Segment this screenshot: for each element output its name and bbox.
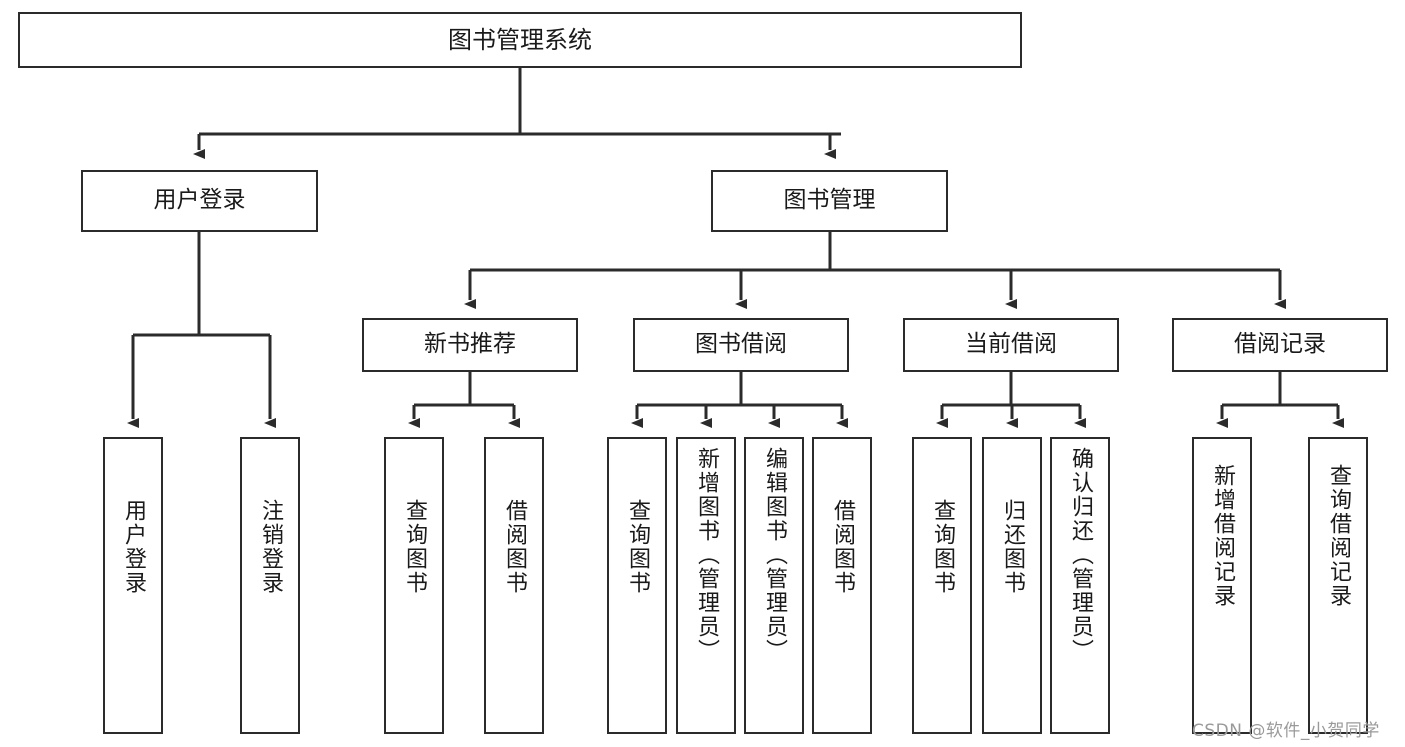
- node-new-book-recommend-label: 新书推荐: [424, 331, 516, 358]
- node-user-login[interactable]: 用户登录: [81, 170, 318, 232]
- node-leaf-borrow-book-1[interactable]: 借阅图书: [484, 437, 544, 734]
- node-leaf-borrow-book-2-label: 借阅图书: [830, 499, 855, 595]
- node-leaf-query-book-2[interactable]: 查询图书: [607, 437, 667, 734]
- node-book-borrow[interactable]: 图书借阅: [633, 318, 849, 372]
- node-leaf-return-book-label: 归还图书: [1000, 499, 1025, 595]
- node-leaf-add-book[interactable]: 新增图书（管理员）: [676, 437, 736, 734]
- node-borrow-record-label: 借阅记录: [1234, 331, 1326, 358]
- node-leaf-query-record-label: 查询借阅记录: [1326, 464, 1351, 608]
- node-leaf-query-book-3[interactable]: 查询图书: [912, 437, 972, 734]
- node-book-borrow-label: 图书借阅: [695, 331, 787, 358]
- node-leaf-return-book[interactable]: 归还图书: [982, 437, 1042, 734]
- node-leaf-query-book-1-label: 查询图书: [402, 499, 427, 595]
- node-new-book-recommend[interactable]: 新书推荐: [362, 318, 578, 372]
- node-leaf-confirm-return[interactable]: 确认归还（管理员）: [1050, 437, 1110, 734]
- node-current-borrow[interactable]: 当前借阅: [903, 318, 1119, 372]
- node-leaf-query-record[interactable]: 查询借阅记录: [1308, 437, 1368, 734]
- csdn-watermark: CSDN @软件_小贺同学: [1192, 721, 1380, 741]
- node-leaf-confirm-return-label: 确认归还（管理员）: [1068, 447, 1093, 663]
- node-root-label: 图书管理系统: [448, 25, 592, 54]
- node-leaf-query-book-1[interactable]: 查询图书: [384, 437, 444, 734]
- node-borrow-record[interactable]: 借阅记录: [1172, 318, 1388, 372]
- node-leaf-edit-book[interactable]: 编辑图书（管理员）: [744, 437, 804, 734]
- node-book-manage-label: 图书管理: [783, 187, 876, 214]
- node-leaf-query-book-3-label: 查询图书: [930, 499, 955, 595]
- node-current-borrow-label: 当前借阅: [965, 331, 1057, 358]
- node-leaf-add-record-label: 新增借阅记录: [1210, 464, 1235, 608]
- node-leaf-user-login-label: 用户登录: [121, 499, 146, 595]
- node-leaf-edit-book-label: 编辑图书（管理员）: [762, 447, 787, 663]
- node-leaf-add-book-label: 新增图书（管理员）: [694, 447, 719, 663]
- node-leaf-borrow-book-1-label: 借阅图书: [502, 499, 527, 595]
- node-leaf-user-login[interactable]: 用户登录: [103, 437, 163, 734]
- node-user-login-label: 用户登录: [153, 187, 246, 214]
- node-leaf-query-book-2-label: 查询图书: [625, 499, 650, 595]
- node-leaf-user-logout[interactable]: 注销登录: [240, 437, 300, 734]
- node-root[interactable]: 图书管理系统: [18, 12, 1022, 68]
- node-leaf-borrow-book-2[interactable]: 借阅图书: [812, 437, 872, 734]
- node-book-manage[interactable]: 图书管理: [711, 170, 948, 232]
- node-leaf-user-logout-label: 注销登录: [258, 499, 283, 595]
- node-leaf-add-record[interactable]: 新增借阅记录: [1192, 437, 1252, 734]
